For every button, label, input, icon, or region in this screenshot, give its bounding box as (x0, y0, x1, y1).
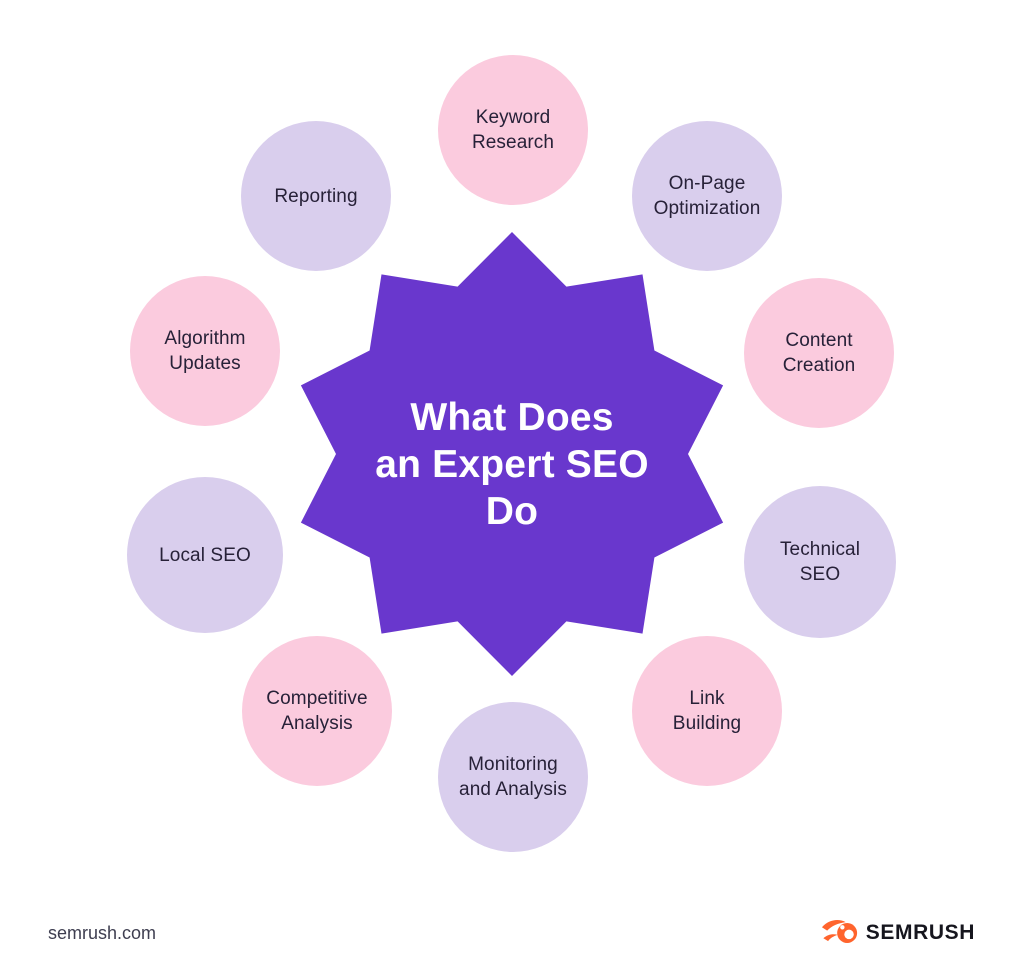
node-label: Competitive Analysis (266, 688, 368, 734)
node-label: Content Creation (782, 330, 856, 376)
diagram-title-line-1: What Does (410, 396, 614, 439)
node-reporting: Reporting (241, 121, 391, 271)
node-label: Technical SEO (779, 539, 861, 585)
node-keyword-research: Keyword Research (438, 55, 588, 205)
node-label: Link Building (672, 688, 742, 734)
node-label: Reporting (274, 185, 358, 207)
node-content-creation: Content Creation (744, 278, 894, 428)
node-link-building: Link Building (632, 636, 782, 786)
starburst-shape (300, 232, 724, 676)
semrush-logo: SEMRUSH (821, 917, 975, 949)
diagram-title: What Does an Expert SEO Do (332, 394, 692, 535)
diagram-title-line-3: Do (485, 490, 539, 533)
node-label: Local SEO (159, 544, 251, 566)
node-label: On-Page Optimization (653, 173, 761, 219)
node-on-page-optimization: On-Page Optimization (632, 121, 782, 271)
node-label: Keyword Research (471, 107, 555, 153)
semrush-wordmark: SEMRUSH (865, 921, 975, 944)
node-algorithm-updates: Algorithm Updates (130, 276, 280, 426)
node-competitive-analysis: Competitive Analysis (242, 636, 392, 786)
node-monitoring-analysis: Monitoring and Analysis (438, 702, 588, 852)
semrush-flame-icon (821, 920, 857, 943)
node-label: Monitoring and Analysis (459, 754, 567, 800)
node-technical-seo: Technical SEO (744, 486, 896, 638)
diagram-title-line-2: an Expert SEO (375, 443, 649, 486)
node-label: Algorithm Updates (164, 328, 246, 374)
footer-website-text: semrush.com (48, 923, 157, 943)
node-local-seo: Local SEO (127, 477, 283, 633)
